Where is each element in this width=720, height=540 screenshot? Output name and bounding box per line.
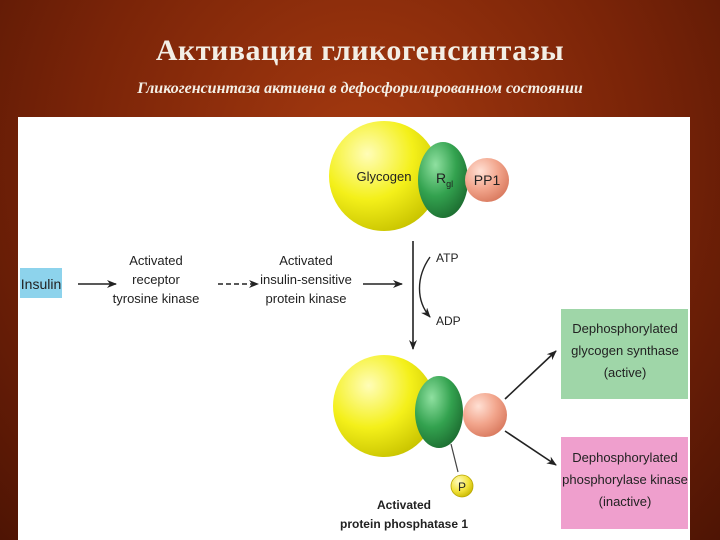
phosphorylase-kinase-box xyxy=(561,437,688,529)
svg-text:Activated: Activated xyxy=(129,253,182,268)
rgl-label: Rgl xyxy=(436,170,453,189)
svg-text:protein kinase: protein kinase xyxy=(266,291,347,306)
svg-text:tyrosine kinase: tyrosine kinase xyxy=(113,291,200,306)
phosphorylase-kinase-label: Dephosphorylated phosphorylase kinase (i… xyxy=(562,450,688,509)
glycogen-particle-top xyxy=(329,121,439,231)
insulin-sensitive-kinase-label: Activated insulin-sensitive protein kina… xyxy=(260,253,352,306)
adp-label: ADP xyxy=(436,314,461,328)
atp-label: ATP xyxy=(436,251,458,265)
glycogen-synthase-label: Dephosphorylated glycogen synthase (acti… xyxy=(571,321,679,380)
svg-text:Activated: Activated xyxy=(377,498,431,512)
svg-text:Dephosphorylated: Dephosphorylated xyxy=(572,450,678,465)
receptor-kinase-label: Activated receptor tyrosine kinase xyxy=(113,253,200,306)
insulin-box xyxy=(20,268,62,298)
pp1-bottom xyxy=(463,393,507,437)
svg-text:receptor: receptor xyxy=(132,272,180,287)
arrow-to-synthase xyxy=(504,350,557,400)
svg-text:(active): (active) xyxy=(604,365,647,380)
glycogen-particle-bottom xyxy=(333,355,435,457)
activated-pp1-label: Activated protein phosphatase 1 xyxy=(340,498,468,531)
pathway-diagram: Insulin Activated receptor tyrosine kina… xyxy=(20,121,688,531)
rgl-subunit-top xyxy=(418,142,468,218)
svg-text:insulin-sensitive: insulin-sensitive xyxy=(260,272,352,287)
pp1-top xyxy=(465,158,509,202)
slide-title: Активация гликогенсинтазы xyxy=(155,34,565,67)
svg-text:(inactive): (inactive) xyxy=(599,494,652,509)
glycogen-label: Glycogen xyxy=(357,169,412,184)
svg-text:Activated: Activated xyxy=(279,253,332,268)
svg-text:glycogen synthase: glycogen synthase xyxy=(571,343,679,358)
pp1-label: PP1 xyxy=(474,172,501,188)
atp-adp-curve xyxy=(418,256,431,318)
phosphate-bond xyxy=(450,443,459,473)
arrow-to-phosphorylase-kinase xyxy=(504,430,557,466)
svg-text:phosphorylase kinase: phosphorylase kinase xyxy=(562,472,688,487)
phosphate-label: P xyxy=(458,480,466,494)
diagram-panel: Insulin Activated receptor tyrosine kina… xyxy=(18,117,690,540)
svg-text:protein phosphatase 1: protein phosphatase 1 xyxy=(340,517,468,531)
slide-subtitle: Гликогенсинтаза активна в дефосфорилиров… xyxy=(137,80,583,97)
svg-text:Dephosphorylated: Dephosphorylated xyxy=(572,321,678,336)
phosphate-circle xyxy=(450,474,474,498)
insulin-label: Insulin xyxy=(21,276,61,292)
glycogen-synthase-box xyxy=(561,309,688,399)
rgl-subunit-bottom xyxy=(415,376,463,448)
